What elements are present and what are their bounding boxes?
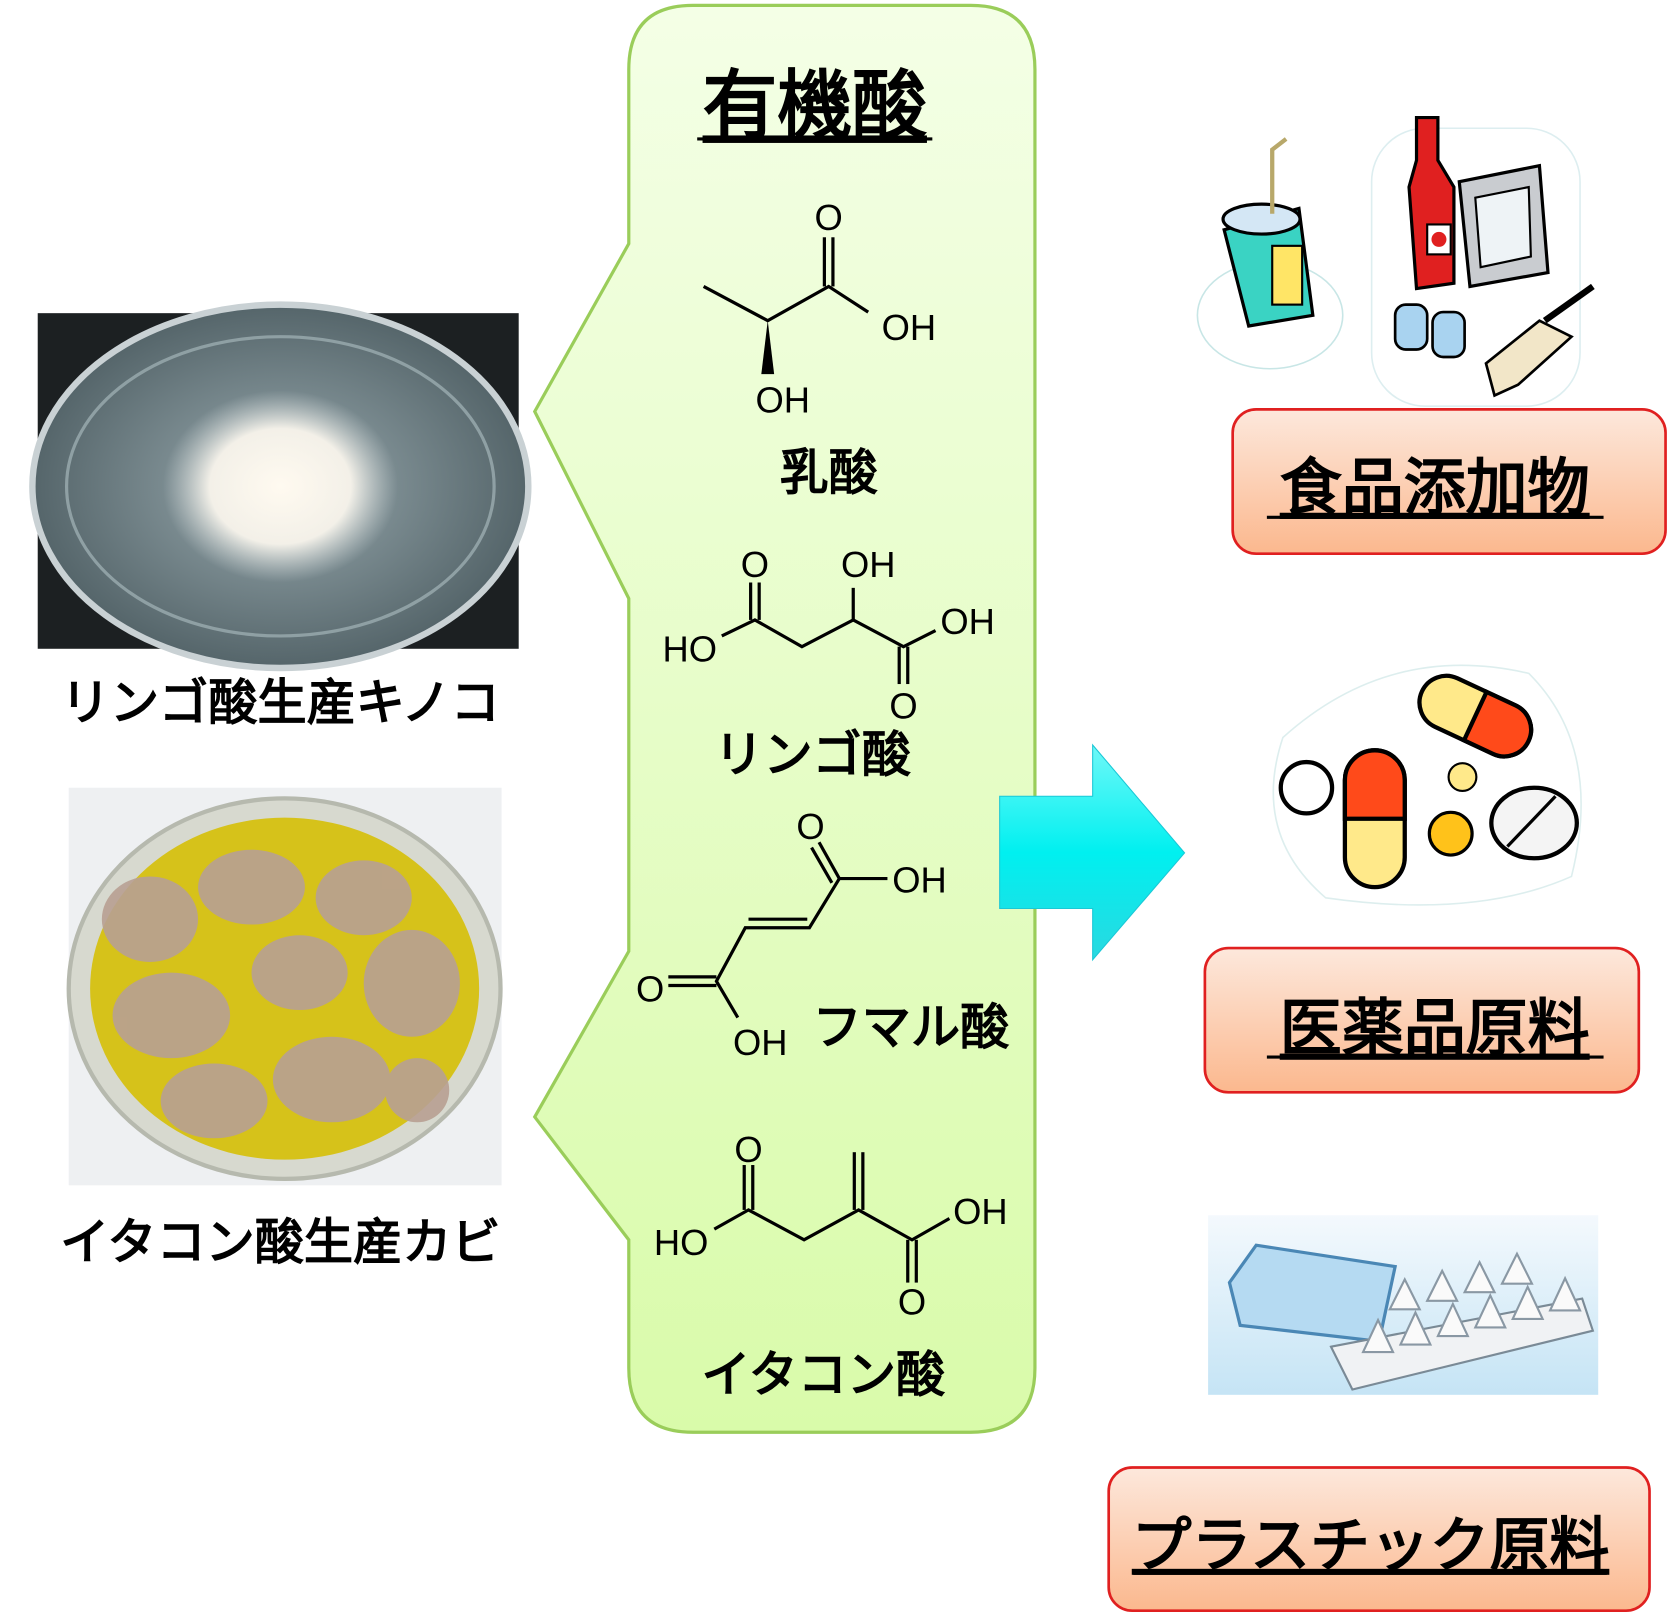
organic-acid-panel [532, 3, 1037, 1434]
svg-text:OH: OH [882, 307, 937, 348]
svg-text:HO: HO [654, 1222, 709, 1263]
source-caption-mold: イタコン酸生産カビ [60, 1213, 500, 1271]
svg-text:O: O [636, 968, 664, 1009]
food-clipart [1196, 115, 1595, 407]
itaconic-acid-structure: O HO OH O [654, 1129, 1008, 1323]
svg-text:OH: OH [841, 544, 896, 585]
malic-acid-label: リンゴ酸 [714, 726, 911, 784]
svg-text:プラスチック原料: プラスチック原料 [1132, 1511, 1610, 1581]
svg-text:O: O [741, 544, 769, 585]
itaconic-acid-label: イタコン酸 [701, 1346, 946, 1404]
svg-text:OH: OH [733, 1022, 788, 1063]
svg-text:O: O [815, 197, 843, 238]
svg-text:HO: HO [662, 629, 717, 670]
plastic-clipart [1208, 1215, 1599, 1395]
svg-text:医薬品原料: 医薬品原料 [1280, 992, 1590, 1065]
svg-text:O: O [898, 1282, 926, 1323]
svg-text:O: O [734, 1129, 762, 1170]
svg-text:OH: OH [953, 1191, 1008, 1232]
itaconic-acid-mold-photo [66, 787, 503, 1186]
fumaric-acid-label: フマル酸 [813, 998, 1010, 1056]
lactic-acid-label: 乳酸 [779, 444, 878, 502]
malic-acid-structure: O OH HO OH O [662, 544, 994, 726]
application-pharmaceutical: 医薬品原料 [1203, 946, 1641, 1094]
fumaric-acid-structure: O OH O OH [636, 806, 947, 1063]
svg-text:OH: OH [940, 601, 995, 642]
svg-text:食品添加物: 食品添加物 [1280, 451, 1590, 524]
svg-text:OH: OH [892, 859, 947, 900]
panel-title: 有機酸 [703, 62, 928, 149]
svg-text:OH: OH [755, 380, 810, 421]
source-caption-mushroom: リンゴ酸生産キノコ [61, 673, 500, 731]
medicine-clipart [1272, 664, 1582, 906]
svg-text:O: O [796, 806, 824, 847]
malic-acid-mushroom-photo [29, 301, 532, 672]
application-plastic: プラスチック原料 [1107, 1466, 1651, 1613]
application-food-additive: 食品添加物 [1231, 408, 1667, 555]
lactic-acid-structure: O OH OH [702, 197, 937, 421]
svg-text:O: O [889, 685, 917, 726]
arrow-right-icon [999, 743, 1186, 962]
